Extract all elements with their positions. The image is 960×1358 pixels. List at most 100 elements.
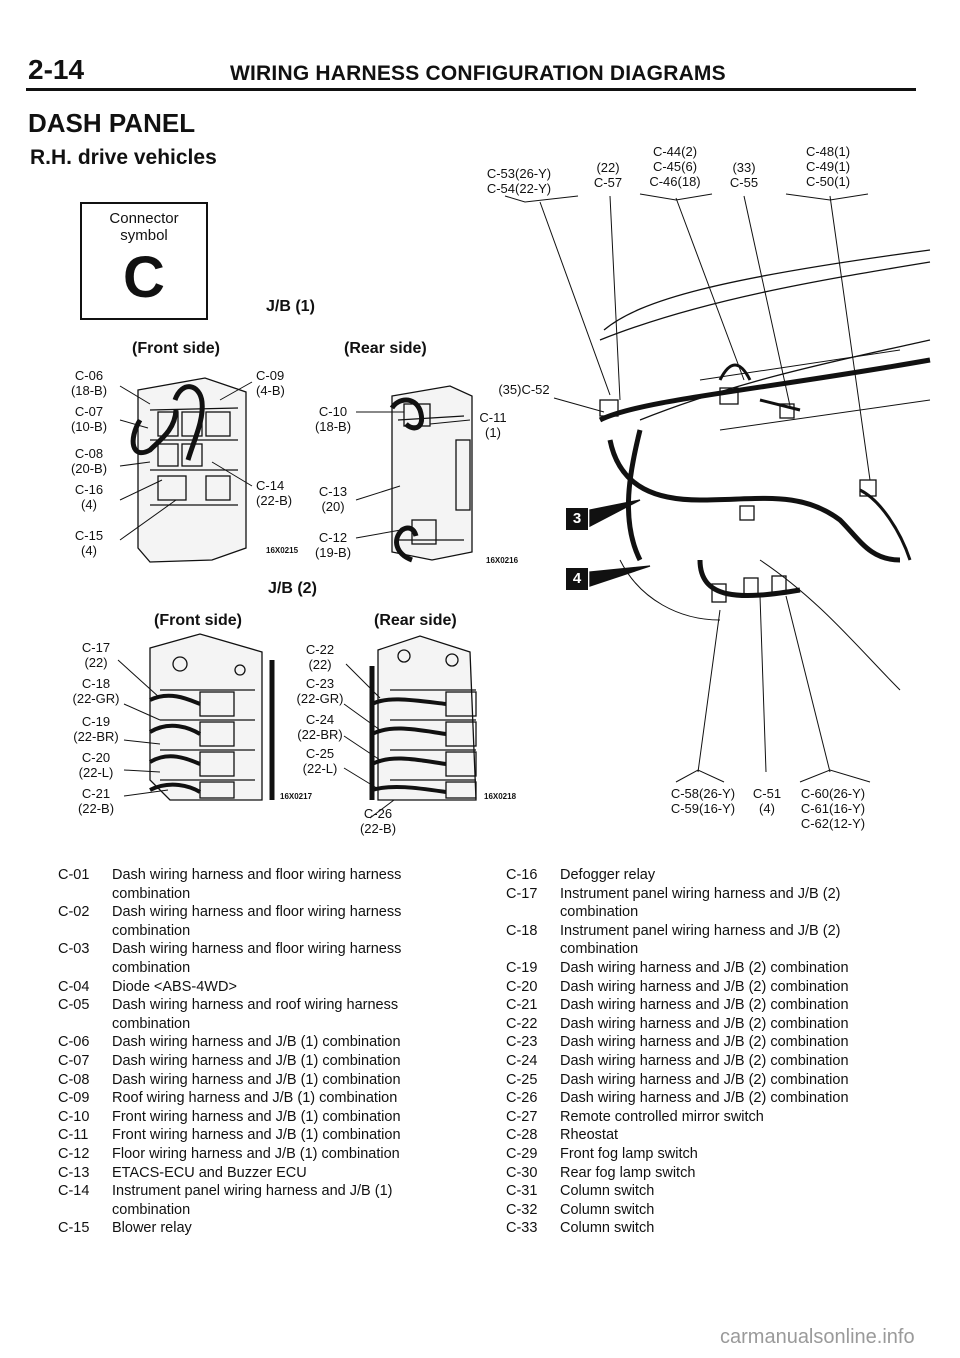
legend-code: C-23 [506, 1034, 538, 1051]
legend-description: Instrument panel wiring harness and J/B … [560, 922, 841, 939]
legend-row: C-01 Dash wiring harness and floor wiring… [58, 866, 470, 885]
legend-description: Dash wiring harness and J/B (2) combinat… [560, 959, 849, 976]
jb2-front-side-label: (Front side) [154, 612, 242, 629]
legend-row: combination [506, 903, 910, 922]
legend-description: Instrument panel wiring harness and J/B … [560, 885, 841, 902]
legend-description: Dash wiring harness and roof wiring harn… [112, 997, 399, 1014]
dash-callout-c48-c50: C-48(1) C-49(1) C-50(1) [805, 144, 851, 189]
legend-row: C-30 Rear fog lamp switch [506, 1164, 910, 1183]
legend-code: C-16 [506, 867, 538, 883]
jb2-callout-c20: C-20 (22-L) [78, 750, 114, 780]
jb2-rear-figure-code: 16X0218 [484, 792, 517, 801]
legend-description: Dash wiring harness and floor wiring har… [112, 941, 402, 958]
dash-callout-c60-c62: C-60(26-Y) C-61(16-Y) C-62(12-Y) [800, 786, 866, 831]
legend-description: combination [560, 941, 639, 958]
legend-description: Dash wiring harness and J/B (1) combinat… [112, 1034, 401, 1051]
legend-description: Dash wiring harness and floor wiring har… [112, 867, 402, 883]
dash-callout-c44-c46: C-44(2) C-45(6) C-46(18) [649, 144, 701, 189]
legend-description: Rheostat [560, 1127, 619, 1144]
legend-description: Front fog lamp switch [560, 1145, 698, 1162]
page-number: 2-14 [28, 54, 85, 85]
dash-callout-c52: (35)C-52 [498, 382, 550, 397]
legend-code: C-03 [58, 941, 90, 958]
legend-description: Dash wiring harness and J/B (2) combinat… [560, 1090, 849, 1107]
legend-description: combination [560, 904, 639, 921]
legend-code: C-15 [58, 1220, 90, 1237]
legend-row: combination [58, 885, 470, 904]
legend-code [58, 1201, 112, 1220]
legend-description: ETACS-ECU and Buzzer ECU [112, 1164, 307, 1181]
jb2-callout-c17: C-17 (22) [81, 640, 111, 670]
legend-code: C-21 [506, 997, 538, 1014]
legend-code: C-02 [58, 904, 90, 921]
dash-callout-c53-c54: C-53(26-Y) C-54(22-Y) [486, 166, 552, 196]
jb2-callout-c21: C-21 (22-B) [77, 786, 115, 816]
legend-description: Dash wiring harness and J/B (1) combinat… [112, 1052, 401, 1069]
jb1-callout-c08: C-08 (20-B) [70, 446, 108, 476]
header-rule [26, 88, 916, 91]
dash-callout-c58-c59: C-58(26-Y) C-59(16-Y) [670, 786, 736, 816]
jb2-title: J/B (2) [268, 580, 317, 597]
legend-code: C-30 [506, 1164, 538, 1181]
dash-harness-main [598, 357, 931, 563]
page-title: WIRING HARNESS CONFIGURATION DIAGRAMS [230, 62, 726, 85]
legend-code: C-28 [506, 1127, 538, 1144]
jb1-callout-c16: C-16 (4) [74, 482, 104, 512]
legend-code: C-10 [58, 1108, 90, 1125]
legend-code: C-31 [506, 1183, 538, 1200]
legend-code: C-01 [58, 867, 90, 883]
watermark: carmanualsonline.info [720, 1326, 915, 1348]
jb2-callout-c22: C-22 (22) [305, 642, 335, 672]
legend-code: C-32 [506, 1201, 538, 1218]
jb1-front-side-label: (Front side) [132, 340, 220, 357]
legend-description: Blower relay [112, 1220, 192, 1237]
jb1-rear-side-label: (Rear side) [344, 340, 427, 357]
legend-row: C-05 Dash wiring harness and roof wiring … [58, 996, 470, 1015]
section-title: DASH PANEL [28, 108, 196, 138]
legend-description: combination [112, 922, 191, 939]
jb2-callout-c26: C-26 (22-B) [359, 806, 397, 836]
jb2-front-figure-code: 16X0217 [280, 792, 313, 801]
legend-description: combination [112, 1015, 191, 1032]
jb1-front-figure-code: 16X0215 [266, 546, 299, 555]
jb1-rear-figure-code: 16X0216 [486, 556, 519, 565]
jb2-callout-c18: C-18 (22-GR) [72, 676, 120, 706]
legend-code: C-05 [58, 997, 90, 1014]
jb1-callout-c15: C-15 (4) [74, 528, 104, 558]
legend-description: combination [112, 959, 191, 976]
legend-row: C-03 Dash wiring harness and floor wiring… [58, 940, 470, 959]
jb2-callout-c25: C-25 (22-L) [302, 746, 338, 776]
figure-tag-4: 4 [566, 568, 588, 590]
legend-description: Rear fog lamp switch [560, 1164, 696, 1181]
legend-description: Roof wiring harness and J/B (1) combinat… [112, 1090, 398, 1107]
dash-callout-c55: (33) C-55 [729, 160, 759, 190]
legend-row: combination [58, 959, 470, 978]
legend-description: Dash wiring harness and J/B (2) combinat… [560, 978, 849, 995]
legend-code: C-08 [58, 1071, 90, 1088]
jb2-callout-c19: C-19 (22-BR) [73, 714, 119, 744]
legend-description: Dash wiring harness and floor wiring har… [112, 904, 402, 921]
legend-code [58, 885, 112, 904]
legend-description: Column switch [560, 1183, 655, 1200]
connector-symbol-box: Connector symbol C [80, 202, 208, 320]
